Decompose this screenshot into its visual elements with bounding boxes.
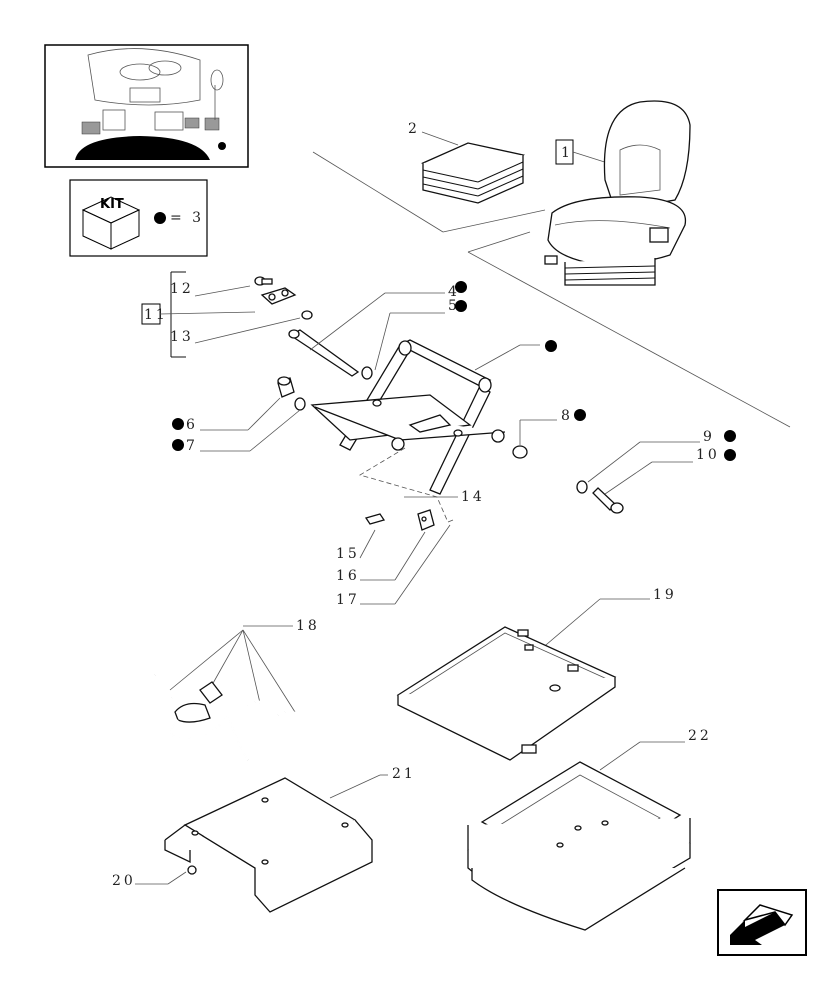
callout-2: 2 (408, 121, 420, 137)
callout-1: 1 (561, 145, 573, 161)
kit-marker-icon (172, 439, 184, 451)
part-2-cushion: 2 (408, 121, 526, 204)
parts-4-5-pin-and-washer: 4 5 (288, 281, 467, 380)
part-8-bushing: 8 (512, 408, 586, 459)
part-19-base-plate: 19 (396, 587, 677, 761)
callout-10: 10 (696, 447, 720, 463)
part-18-wiring-harness: 18 (149, 618, 320, 761)
callout-22: 22 (688, 728, 712, 744)
scissor-frame-assembly (310, 339, 557, 495)
kit-badge-label: KIT (100, 197, 124, 212)
callout-11: 11 (144, 307, 168, 323)
callout-5: 5 (448, 298, 460, 314)
callout-19: 19 (653, 587, 677, 603)
callout-7: 7 (186, 438, 198, 454)
section-divider-lines (312, 151, 791, 428)
callout-13: 13 (170, 329, 194, 345)
parts-6-7-bushings: 6 7 (172, 376, 306, 454)
callout-21: 21 (392, 766, 416, 782)
part-21-mounting-plate: 21 20 (112, 766, 416, 913)
callout-4: 4 (448, 284, 460, 300)
kit-legend-box: KIT = 3 (69, 179, 208, 257)
callout-20: 20 (112, 873, 136, 889)
part-1-complete-seat: 1 (544, 100, 691, 286)
parts-14-17-clips: 14 15 16 17 (336, 447, 485, 608)
kit-marker-icon (724, 449, 736, 461)
kit-marker-icon (574, 409, 586, 421)
callout-9: 9 (703, 429, 715, 445)
callout-16: 16 (336, 568, 360, 584)
parts-11-13-bracket-group: 11 12 13 (141, 271, 313, 358)
kit-marker-icon (545, 340, 557, 352)
kit-marker-icon (154, 212, 166, 224)
parts-9-10-screw-and-washer: 9 10 (576, 429, 736, 514)
kit-quantity-label: = 3 (170, 210, 204, 226)
callout-18: 18 (296, 618, 320, 634)
kit-marker-icon (724, 430, 736, 442)
part-22-bellows: 22 (467, 728, 712, 931)
callout-17: 17 (336, 592, 360, 608)
callout-6: 6 (186, 417, 198, 433)
callout-8: 8 (561, 408, 573, 424)
nav-back-arrow-icon[interactable] (717, 889, 807, 956)
kit-marker-icon (172, 418, 184, 430)
callout-15: 15 (336, 546, 360, 562)
location-thumbnail (44, 44, 249, 168)
kit-marker-icon (455, 281, 467, 293)
callout-12: 12 (170, 281, 194, 297)
callout-14: 14 (461, 489, 485, 505)
kit-marker-icon (455, 300, 467, 312)
